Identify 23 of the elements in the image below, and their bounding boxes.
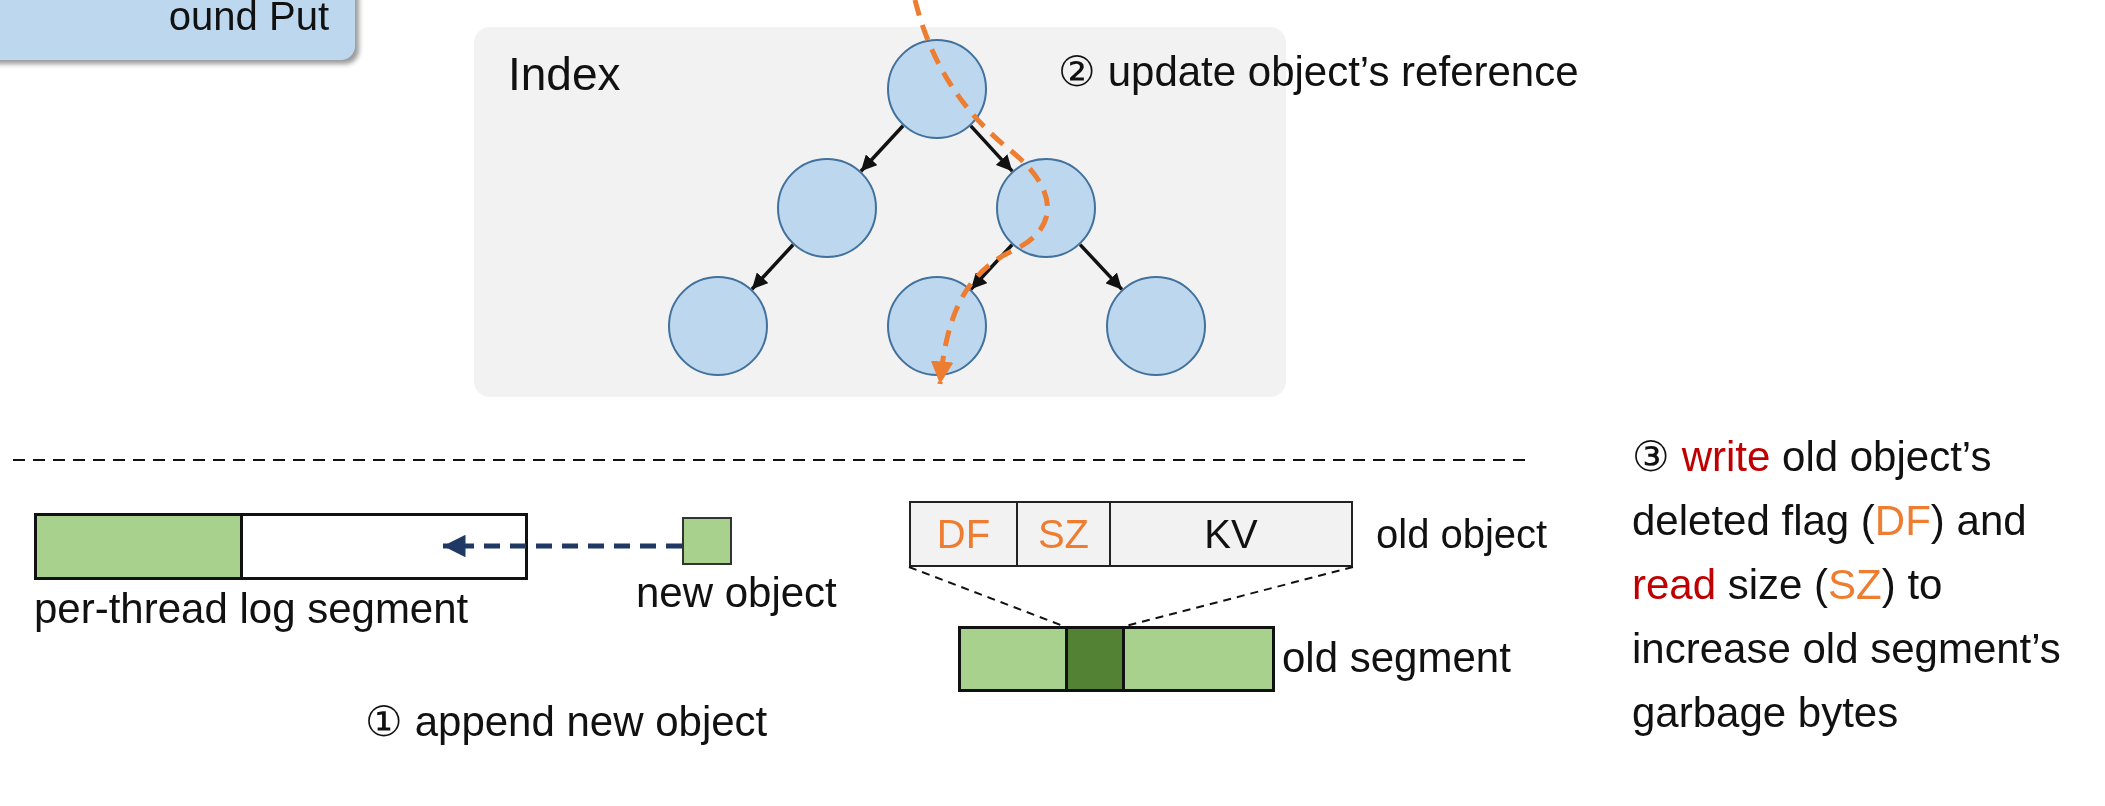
key-value-field: KV <box>1111 503 1351 565</box>
connector-line <box>1121 566 1354 628</box>
flag-field: DF <box>911 503 1018 565</box>
arrow <box>859 124 905 173</box>
arrow <box>1078 243 1124 291</box>
arrow <box>969 124 1014 173</box>
tree-node-circle <box>996 158 1096 258</box>
step-note: ① append new object <box>365 697 768 747</box>
object-slot <box>1065 629 1125 689</box>
arrow <box>969 243 1014 291</box>
step-note: ③ write old object’s deleted flag (DF) and read size (SZ) to increase old segment’s garbage bytes <box>1632 432 2062 738</box>
title-tab: ound Put <box>0 0 355 60</box>
size-field: SZ <box>1018 503 1111 565</box>
segment-caption: old segment <box>1282 634 1511 682</box>
object-record <box>909 501 1353 567</box>
panel-title: Index <box>508 47 621 101</box>
arrow <box>912 0 1050 385</box>
object-caption: new object <box>636 569 837 617</box>
segment-caption: per-thread log segment <box>34 585 469 633</box>
arrow <box>443 534 682 558</box>
object-caption: old object <box>1376 512 1548 557</box>
step-note: ② update object’s reference <box>1058 47 1579 97</box>
arrow <box>750 243 795 291</box>
